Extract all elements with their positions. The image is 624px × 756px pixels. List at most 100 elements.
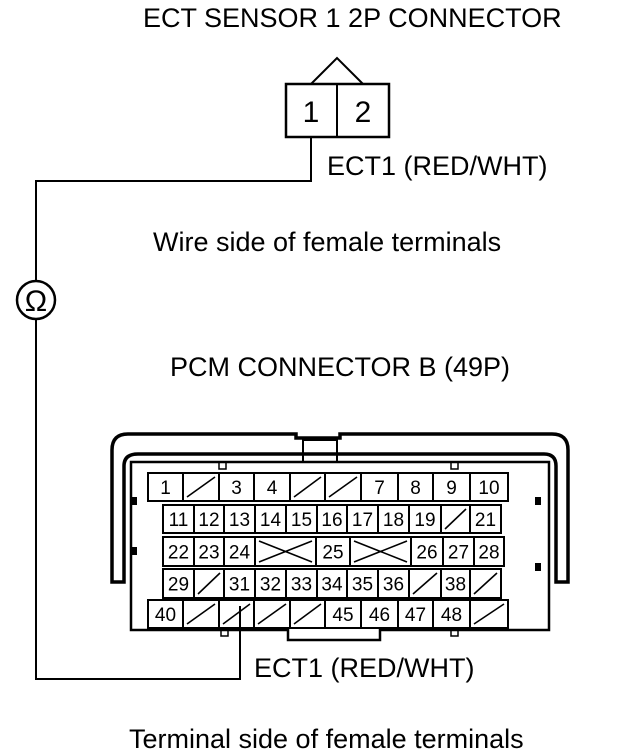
pcm-key-top-left [218, 461, 227, 470]
pin-number: 47 [405, 605, 426, 626]
pcm-view-caption: Terminal side of female terminals [129, 724, 524, 754]
pin-number: 16 [321, 510, 342, 531]
pcm-pin-cell: 17 [346, 504, 379, 534]
pin-number: 11 [169, 510, 189, 531]
pin-number: 31 [229, 575, 250, 596]
pin-number: 3 [231, 478, 242, 499]
pcm-pin-cell: 15 [285, 504, 318, 534]
pin-number: 10 [478, 478, 499, 499]
ect-connector-latch [310, 56, 364, 85]
pcm-connector-title: PCM CONNECTOR B (49P) [170, 352, 511, 382]
pcm-pin-cell: 33 [285, 568, 318, 599]
pin-number: 18 [383, 510, 404, 531]
pcm-pin-cell [289, 472, 326, 502]
pcm-pin-cell: 34 [316, 568, 348, 599]
pcm-pin-cell [469, 599, 509, 629]
pin-number: 15 [291, 510, 312, 531]
ect-terminal-1: 1 [303, 96, 320, 129]
pcm-pin-cell: 22 [162, 536, 195, 567]
pin-number: 25 [322, 543, 343, 564]
pcm-pin-cell: 7 [360, 472, 399, 502]
pcm-pin-cell [324, 472, 362, 502]
pcm-pin-cell: 35 [346, 568, 379, 599]
pcm-pin-cell [349, 536, 412, 567]
pcm-pin-cell: 31 [223, 568, 256, 599]
pcm-pin-cell: 10 [469, 472, 509, 502]
pin-number: 12 [198, 510, 219, 531]
ect-wire-label: ECT1 (RED/WHT) [327, 151, 548, 181]
pcm-pin-cell: 25 [315, 536, 351, 567]
unused-pin-mark [257, 603, 287, 625]
pcm-pin-cell: 21 [469, 504, 502, 534]
pcm-pin-cell: 1 [147, 472, 184, 502]
unused-pin-mark [473, 603, 505, 625]
pcm-side-pin-left-top [131, 497, 137, 505]
unused-pin-mark [328, 476, 358, 498]
blocked-cavity-mark [353, 540, 408, 563]
pin-number: 9 [446, 478, 457, 499]
ohmmeter-symbol: Ω [25, 285, 47, 318]
pcm-pin-cell: 36 [377, 568, 410, 599]
pcm-pin-cell: 8 [397, 472, 434, 502]
unused-pin-mark [186, 603, 216, 625]
pcm-pin-cell: 29 [162, 568, 195, 599]
pcm-pin-cell: 46 [360, 599, 399, 629]
pin-number: 19 [414, 510, 435, 531]
pcm-pin-cell [182, 472, 220, 502]
pin-number: 1 [160, 478, 171, 499]
unused-pin-mark [293, 476, 322, 498]
pin-number: 38 [445, 575, 466, 596]
test-lead-lower [35, 319, 241, 680]
pin-number: 14 [260, 510, 282, 531]
pcm-pin-cell: 4 [253, 472, 291, 502]
pcm-pin-cell: 23 [193, 536, 225, 567]
ect-connector-title: ECT SENSOR 1 2P CONNECTOR [143, 3, 562, 33]
pin-number: 27 [448, 543, 469, 564]
pin-number: 23 [198, 543, 219, 564]
pcm-pin-cell: 14 [254, 504, 287, 534]
pcm-pin-cell: 19 [408, 504, 442, 534]
unused-pin-mark [412, 572, 438, 595]
pin-number: 26 [416, 543, 437, 564]
pcm-pin-cell: 9 [432, 472, 471, 502]
pin-number: 46 [369, 605, 390, 626]
pcm-pin-cell: 32 [254, 568, 287, 599]
pcm-connector-outer-shell [110, 432, 570, 584]
pin-number: 13 [229, 510, 250, 531]
pin-number: 35 [352, 575, 373, 596]
pin-number: 32 [260, 575, 281, 596]
pcm-pin-cell [254, 536, 317, 567]
unused-pin-mark [222, 603, 251, 625]
pin-number: 33 [291, 575, 312, 596]
unused-pin-mark [444, 508, 467, 530]
pcm-pin-cell: 3 [218, 472, 255, 502]
pin-number: 4 [267, 478, 278, 499]
pin-number: 36 [383, 575, 404, 596]
pcm-pin-cell [469, 568, 502, 599]
pin-number: 8 [410, 478, 421, 499]
pcm-pin-cell: 38 [440, 568, 471, 599]
pin-number: 7 [374, 478, 385, 499]
pin-number: 45 [332, 605, 353, 626]
pcm-pin-cell [218, 599, 255, 629]
pin-number: 28 [478, 543, 499, 564]
pcm-pin-cell: 13 [223, 504, 256, 534]
pin-number: 21 [475, 510, 496, 531]
pin-number: 34 [321, 575, 343, 596]
pcm-pin-cell [193, 568, 225, 599]
pcm-pin-cell [440, 504, 471, 534]
blocked-cavity-mark [258, 540, 313, 563]
test-lead-upper [35, 137, 312, 281]
pcm-pin-cell: 48 [432, 599, 471, 629]
ect-view-caption: Wire side of female terminals [153, 227, 502, 257]
pcm-pin-cell [253, 599, 291, 629]
pcm-pin-cell: 47 [397, 599, 434, 629]
pin-number: 48 [441, 605, 462, 626]
pin-number: 29 [168, 575, 189, 596]
pin-number: 40 [155, 605, 176, 626]
ect-terminal-2: 2 [355, 96, 372, 129]
pin-number: 17 [352, 510, 373, 531]
pcm-pin-cell: 40 [147, 599, 184, 629]
unused-pin-mark [186, 476, 216, 498]
